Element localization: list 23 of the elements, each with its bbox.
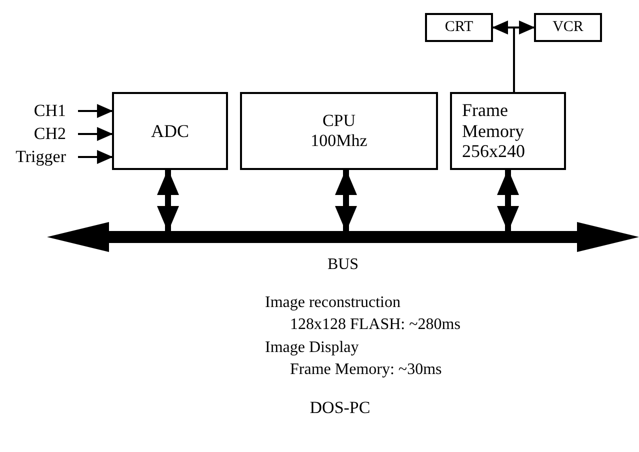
input-label: CH1 — [30, 101, 66, 121]
arrow — [497, 169, 519, 232]
block-detail: 100Mhz — [310, 131, 368, 151]
block-title: CPU — [322, 111, 356, 131]
input-label: CH2 — [30, 124, 66, 144]
block-box: CRT — [425, 13, 493, 42]
arrow — [78, 150, 113, 164]
note-heading: Image Display — [265, 339, 359, 357]
bus-arrow — [47, 222, 639, 252]
arrow — [157, 169, 179, 232]
system-caption: DOS-PC — [310, 398, 370, 418]
note-detail: 128x128 FLASH: ~280ms — [290, 316, 460, 334]
arrow — [78, 127, 113, 141]
bus-label: BUS — [327, 256, 359, 274]
block-box: VCR — [534, 13, 602, 42]
arrow — [513, 20, 535, 92]
block-box: Frame Memory 256x240 — [450, 92, 566, 170]
note-heading: Image reconstruction — [265, 294, 400, 312]
arrow — [335, 169, 357, 232]
note-detail: Frame Memory: ~30ms — [290, 361, 442, 379]
arrow — [78, 104, 113, 118]
block-box: ADC — [112, 92, 228, 170]
block-box — [240, 92, 438, 170]
